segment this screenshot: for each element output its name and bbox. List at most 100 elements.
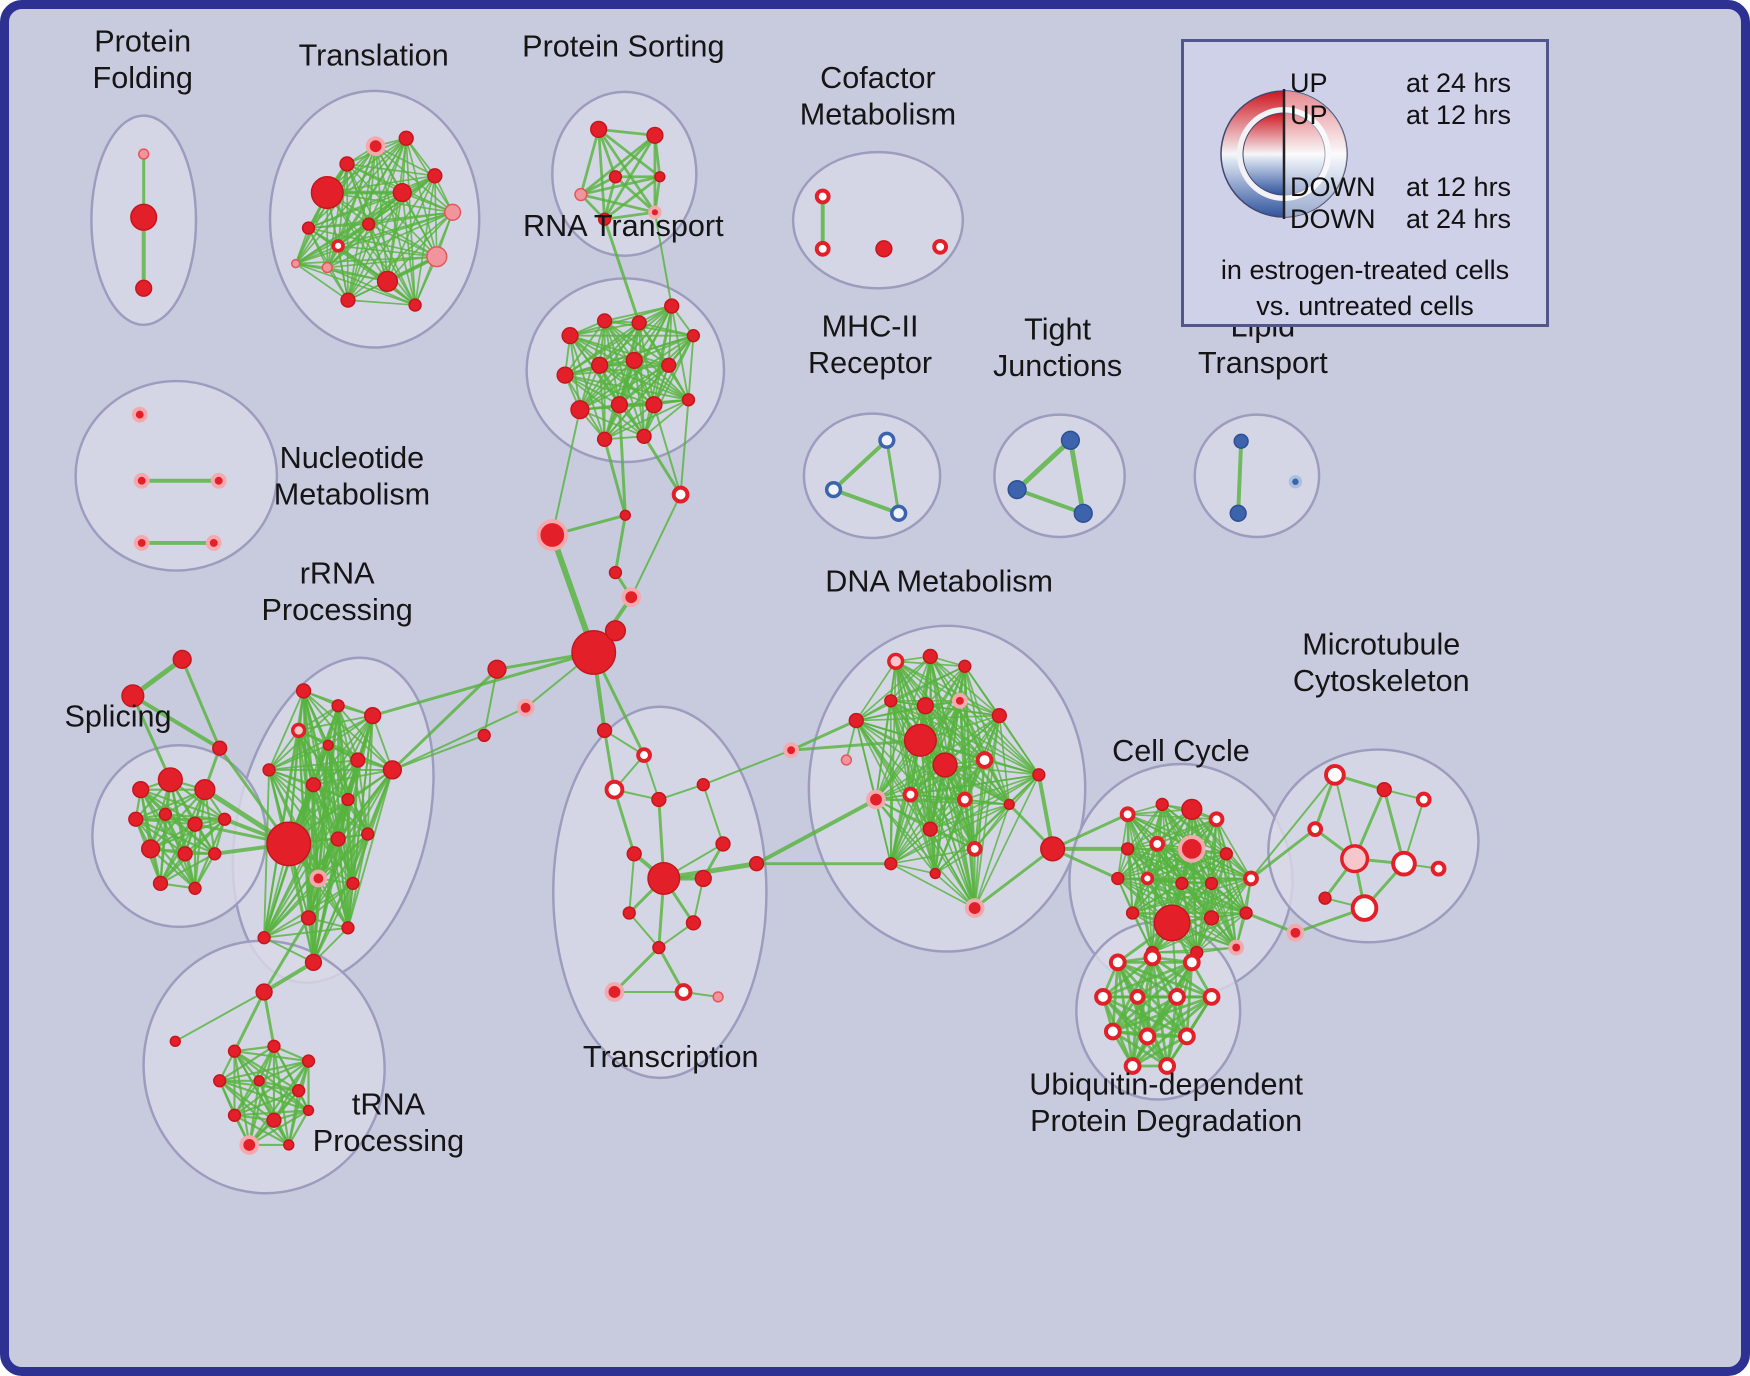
node-dm1[interactable] [887, 652, 905, 670]
node-cf3[interactable] [875, 240, 893, 258]
node-cc16[interactable] [1203, 910, 1220, 926]
node-ub4[interactable] [1094, 988, 1112, 1006]
node-tn12[interactable] [239, 1135, 260, 1155]
node-ps6[interactable] [597, 212, 612, 226]
node-sp5[interactable] [158, 807, 173, 821]
node-tx3[interactable] [604, 779, 625, 800]
node-rr9[interactable] [305, 777, 322, 793]
node-rr4[interactable] [290, 722, 307, 739]
node-dm12[interactable] [1032, 768, 1046, 782]
node-mc6[interactable] [1391, 850, 1417, 877]
node-cn2[interactable] [619, 509, 631, 521]
node-sp4[interactable] [128, 811, 144, 827]
node-hub[interactable] [571, 630, 617, 675]
node-ps5[interactable] [654, 171, 666, 183]
node-sp3[interactable] [194, 779, 216, 801]
node-ub5[interactable] [1129, 989, 1146, 1005]
node-rr17[interactable] [341, 921, 355, 935]
node-cc8[interactable] [1219, 847, 1234, 861]
node-tr5[interactable] [301, 221, 316, 235]
node-pf1[interactable] [138, 148, 150, 160]
node-tx5[interactable] [696, 778, 710, 792]
node-tr16[interactable] [290, 258, 301, 269]
node-rr6[interactable] [350, 752, 366, 768]
node-cc15[interactable] [1153, 904, 1191, 942]
node-tx8[interactable] [694, 869, 712, 888]
node-tn2[interactable] [169, 1035, 181, 1047]
node-dm17[interactable] [922, 821, 938, 837]
node-rr18[interactable] [304, 953, 323, 971]
node-tn13[interactable] [283, 1139, 295, 1151]
node-cn7[interactable] [487, 659, 507, 679]
node-mc7[interactable] [1430, 860, 1447, 877]
node-tr13[interactable] [340, 292, 356, 308]
node-tr9[interactable] [427, 168, 443, 184]
node-mc3[interactable] [1415, 791, 1432, 808]
node-ps7[interactable] [648, 205, 662, 220]
node-cc2[interactable] [1155, 797, 1169, 812]
node-ub7[interactable] [1202, 988, 1221, 1006]
node-cc20[interactable] [1228, 939, 1245, 956]
node-tn11[interactable] [302, 1104, 315, 1117]
node-nm5[interactable] [205, 535, 222, 551]
node-mc8[interactable] [1318, 891, 1332, 905]
node-cn8[interactable] [516, 698, 535, 717]
node-cc13[interactable] [1243, 870, 1259, 887]
node-cn11[interactable] [748, 856, 765, 872]
node-cc17[interactable] [1239, 906, 1253, 920]
node-dm14[interactable] [902, 786, 919, 803]
node-rt14[interactable] [596, 431, 613, 447]
node-lt1[interactable] [1233, 433, 1249, 449]
node-ps4[interactable] [608, 170, 623, 184]
node-rt10[interactable] [570, 400, 590, 420]
node-cc3[interactable] [1181, 798, 1203, 821]
node-mc4[interactable] [1307, 821, 1324, 838]
node-dm11[interactable] [975, 751, 994, 769]
node-dm16[interactable] [1003, 798, 1015, 811]
node-mc9[interactable] [1350, 894, 1379, 922]
node-mc2[interactable] [1376, 782, 1392, 798]
node-dm20[interactable] [929, 867, 941, 880]
node-rt2[interactable] [596, 313, 613, 329]
node-cf4[interactable] [932, 238, 949, 255]
node-tx13[interactable] [674, 983, 693, 1001]
node-dm3[interactable] [958, 659, 972, 673]
node-tg2[interactable] [121, 684, 145, 708]
node-ub12[interactable] [1158, 1057, 1177, 1075]
node-tx11[interactable] [652, 940, 666, 955]
node-tr6[interactable] [331, 239, 345, 253]
node-cn5[interactable] [621, 587, 642, 608]
node-ub11[interactable] [1123, 1057, 1142, 1075]
node-tr7[interactable] [362, 217, 376, 231]
node-tx2[interactable] [636, 747, 652, 764]
node-tn10[interactable] [266, 1112, 282, 1128]
node-ps3[interactable] [574, 187, 588, 202]
node-tx15[interactable] [715, 836, 731, 852]
node-rr11[interactable] [266, 821, 312, 867]
node-tx4[interactable] [651, 791, 667, 808]
node-ps1[interactable] [590, 120, 608, 139]
node-tj1[interactable] [1060, 430, 1081, 450]
node-tn8[interactable] [291, 1084, 306, 1098]
node-rr5[interactable] [322, 739, 334, 751]
node-rt1[interactable] [561, 327, 579, 345]
node-dm2[interactable] [922, 648, 938, 665]
node-dm10[interactable] [932, 752, 958, 778]
node-tr2[interactable] [365, 136, 386, 157]
node-nm3[interactable] [210, 472, 227, 489]
node-sp11[interactable] [152, 875, 169, 892]
node-rr16[interactable] [300, 910, 317, 926]
node-tg3[interactable] [212, 740, 228, 756]
node-tn1[interactable] [255, 983, 273, 1001]
node-sp7[interactable] [217, 812, 232, 826]
node-tn4[interactable] [267, 1039, 281, 1053]
node-rr14[interactable] [309, 869, 328, 888]
node-sp6[interactable] [187, 816, 203, 832]
node-rr10[interactable] [341, 792, 355, 807]
node-lt2[interactable] [1229, 504, 1247, 522]
node-dm5[interactable] [884, 694, 898, 708]
node-tr12[interactable] [376, 270, 399, 292]
node-ps2[interactable] [646, 126, 664, 144]
node-rr19[interactable] [257, 931, 271, 945]
node-cc7[interactable] [1177, 835, 1206, 863]
